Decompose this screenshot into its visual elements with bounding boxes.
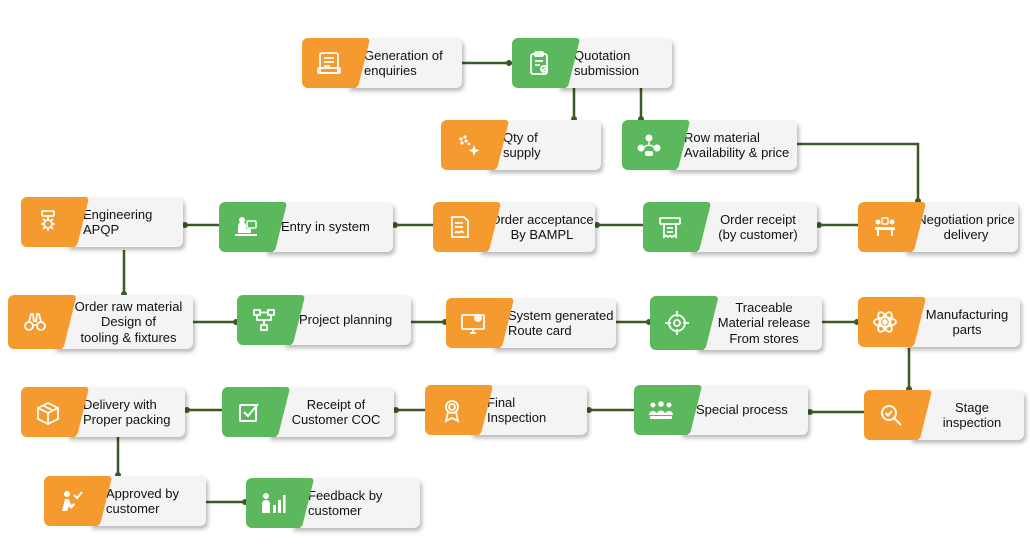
link-rowmaterial-negotiation xyxy=(797,142,920,202)
node-generation-of-enquiries: Generation of enquiries xyxy=(302,38,462,88)
magnifier-check-icon xyxy=(864,390,918,440)
link-end-dot xyxy=(184,407,190,413)
target-crosshair-icon xyxy=(650,296,704,350)
node-approved-by-customer: Approved by customer xyxy=(44,476,206,526)
flowchart-icon xyxy=(237,295,291,345)
person-check-icon xyxy=(44,476,98,526)
node-label: Order acceptance By BAMPL xyxy=(490,211,594,243)
checkbox-icon xyxy=(222,387,276,437)
meeting-table-icon xyxy=(858,202,912,252)
node-label: Entry in system xyxy=(281,219,370,235)
node-quotation-submission: Quotation submission xyxy=(512,38,672,88)
node-final-inspection: Final Inspection xyxy=(425,385,587,435)
node-engineering-apqp: Engineering APQP xyxy=(21,197,183,247)
gear-tools-icon xyxy=(21,197,75,247)
node-delivery-packing: Delivery with Proper packing xyxy=(21,387,185,437)
node-label: Stage inspection xyxy=(942,399,1002,431)
link-end-dot xyxy=(392,222,398,228)
node-label: Qty of supply xyxy=(503,129,541,161)
node-label: Receipt of Customer COC xyxy=(291,396,381,428)
link-end-dot xyxy=(182,222,188,228)
team-icon xyxy=(634,385,688,435)
node-qty-of-supply: Qty of supply xyxy=(441,120,601,170)
node-label: Approved by customer xyxy=(106,485,179,517)
node-label: Feedback by customer xyxy=(308,487,383,519)
node-label: Manufacturing parts xyxy=(925,306,1009,338)
binoculars-icon xyxy=(8,295,62,349)
node-traceable-material: Traceable Material release From stores xyxy=(650,296,822,350)
certificate-icon xyxy=(425,385,479,435)
node-label: Row material Availability & price xyxy=(684,129,790,161)
node-system-route-card: System generated Route card xyxy=(446,298,616,348)
node-label: Generation of enquiries xyxy=(364,47,443,79)
document-tablet-icon xyxy=(302,38,356,88)
clipboard-check-icon xyxy=(512,38,566,88)
node-negotiation: Negotiation price delivery xyxy=(858,202,1018,252)
node-stage-inspection: Stage inspection xyxy=(864,390,1024,440)
node-label: Delivery with Proper packing xyxy=(83,396,171,428)
link-end-dot xyxy=(816,222,822,228)
receipt-printer-icon xyxy=(643,202,697,252)
link-end-dot xyxy=(807,409,813,415)
person-at-desk-icon xyxy=(219,202,273,252)
link-end-dot xyxy=(506,60,512,66)
node-label: Special process xyxy=(696,402,788,418)
signed-document-icon xyxy=(433,202,487,252)
node-label: System generated Route card xyxy=(508,307,614,339)
node-manufacturing-parts: Manufacturing parts xyxy=(858,297,1020,347)
people-network-icon xyxy=(622,120,676,170)
node-order-acceptance: Order acceptance By BAMPL xyxy=(433,202,595,252)
node-order-receipt: Order receipt (by customer) xyxy=(643,202,817,252)
node-label: Order receipt (by customer) xyxy=(718,211,798,243)
node-label: Negotiation price delivery xyxy=(917,211,1015,243)
node-label: Order raw material Design of tooling & f… xyxy=(74,298,183,345)
node-project-planning: Project planning xyxy=(237,295,411,345)
node-label: Project planning xyxy=(299,312,393,328)
node-label: Engineering APQP xyxy=(83,206,153,238)
link-end-dot xyxy=(594,222,600,228)
link-end-dot xyxy=(393,407,399,413)
sparkle-dots-icon xyxy=(441,120,495,170)
node-row-material: Row material Availability & price xyxy=(622,120,797,170)
node-special-process: Special process xyxy=(634,385,808,435)
package-box-icon xyxy=(21,387,75,437)
node-label: Traceable Material release From stores xyxy=(717,299,811,346)
node-receipt-customer-coc: Receipt of Customer COC xyxy=(222,387,394,437)
monitor-gear-icon xyxy=(446,298,500,348)
node-entry-in-system: Entry in system xyxy=(219,202,393,252)
node-order-raw-material: Order raw material Design of tooling & f… xyxy=(8,295,193,349)
node-label: Quotation submission xyxy=(574,47,640,79)
atom-icon xyxy=(858,297,912,347)
node-label: Final Inspection xyxy=(487,394,547,426)
node-feedback-by-customer: Feedback by customer xyxy=(246,478,420,528)
person-chart-icon xyxy=(246,478,300,528)
link-end-dot xyxy=(586,407,592,413)
